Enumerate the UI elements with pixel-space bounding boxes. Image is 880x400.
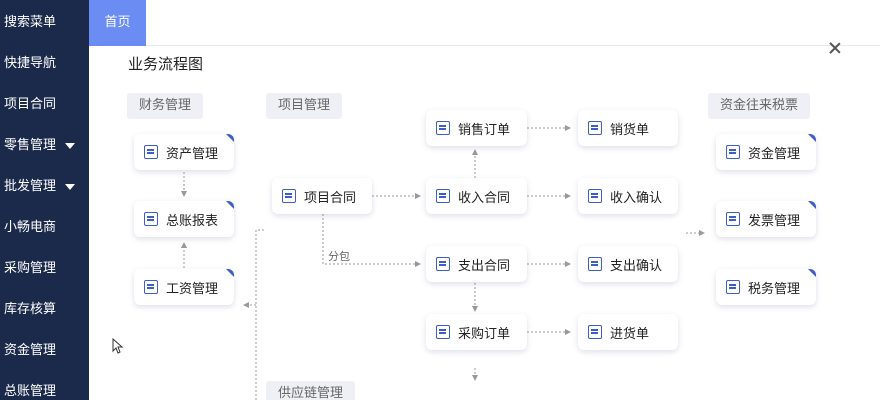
node-fund-management[interactable]: 资金管理	[716, 134, 816, 170]
group-label-project: 项目管理	[266, 93, 343, 119]
clipboard-icon	[588, 121, 602, 135]
sidebar-item-label: 资金管理	[4, 343, 57, 358]
income-contract-icon	[436, 189, 450, 203]
sidebar-item-ecommerce[interactable]: 小畅电商	[0, 208, 89, 248]
corner-marker-icon	[808, 201, 816, 209]
node-ledger-report[interactable]: 总账报表	[134, 201, 234, 237]
branch-label-subcontract: 分包	[328, 250, 350, 263]
node-purchase-order[interactable]: 采购订单	[426, 314, 527, 350]
node-label: 资金管理	[748, 146, 801, 162]
shield-check-icon	[144, 145, 158, 159]
tax-icon	[726, 280, 740, 294]
node-label: 销货单	[610, 122, 650, 138]
node-label: 资产管理	[166, 146, 219, 162]
sidebar-item-label: 项目合同	[4, 97, 57, 112]
node-asset-management[interactable]: 资产管理	[134, 134, 234, 170]
node-expense-contract[interactable]: 支出合同	[426, 246, 527, 282]
invoice-icon	[726, 212, 740, 226]
tab-home[interactable]: 首页	[89, 0, 146, 46]
page-title: 业务流程图	[128, 55, 204, 73]
sidebar-item-label: 搜索菜单	[4, 15, 57, 30]
sidebar-item-project-contract[interactable]: 项目合同	[0, 85, 89, 125]
corner-marker-icon	[226, 269, 234, 277]
node-income-contract[interactable]: 收入合同	[426, 178, 527, 214]
node-income-confirm[interactable]: 收入确认	[578, 178, 678, 214]
node-label: 总账报表	[166, 213, 219, 229]
node-sales-shipment[interactable]: 销货单	[578, 110, 678, 146]
sidebar-item-inventory[interactable]: 库存核算	[0, 290, 89, 330]
income-confirm-icon	[588, 189, 602, 203]
chevron-down-icon	[65, 142, 76, 149]
sidebar-item-label: 批发管理	[4, 179, 57, 194]
node-label: 收入确认	[610, 190, 663, 206]
connector-line	[255, 229, 264, 400]
list-icon	[436, 325, 450, 339]
corner-marker-icon	[226, 201, 234, 209]
corner-marker-icon	[808, 269, 816, 277]
node-label: 项目合同	[304, 190, 357, 206]
group-label-finance: 财务管理	[127, 93, 204, 119]
node-label: 销售订单	[458, 122, 511, 138]
sidebar-item-ledger[interactable]: 总账管理	[0, 372, 89, 400]
expense-confirm-icon	[588, 257, 602, 271]
sidebar-item-search-menu[interactable]: 搜索菜单	[0, 3, 89, 43]
node-label: 支出合同	[458, 258, 511, 274]
sidebar-item-label: 快捷导航	[4, 56, 57, 71]
sidebar-item-label: 小畅电商	[4, 220, 57, 235]
node-sales-order[interactable]: 销售订单	[426, 110, 527, 146]
mouse-cursor-icon	[112, 338, 124, 354]
salary-icon	[144, 280, 158, 294]
node-purchase-receipt[interactable]: 进货单	[578, 314, 678, 350]
sidebar-item-retail[interactable]: 零售管理	[0, 126, 89, 166]
node-label: 工资管理	[166, 281, 219, 297]
node-salary-management[interactable]: 工资管理	[134, 269, 234, 305]
node-label: 税务管理	[748, 281, 801, 297]
tab-bar: 首页	[89, 0, 880, 46]
connector-line	[322, 214, 421, 267]
node-label: 发票管理	[748, 213, 801, 229]
group-label-supply-chain: 供应链管理	[266, 381, 356, 400]
sidebar: 搜索菜单 快捷导航 项目合同 零售管理 批发管理 小畅电商 采购管理 库存核算 …	[0, 0, 89, 400]
sidebar-item-fund[interactable]: 资金管理	[0, 331, 89, 371]
sidebar-item-label: 零售管理	[4, 138, 57, 153]
node-label: 进货单	[610, 326, 650, 342]
receipt-in-icon	[588, 325, 602, 339]
node-expense-confirm[interactable]: 支出确认	[578, 246, 678, 282]
corner-marker-icon	[226, 134, 234, 142]
sidebar-item-wholesale[interactable]: 批发管理	[0, 167, 89, 207]
contract-user-icon	[282, 189, 296, 203]
order-icon	[436, 121, 450, 135]
fund-icon	[726, 145, 740, 159]
sidebar-item-label: 采购管理	[4, 261, 57, 276]
node-label: 采购订单	[458, 326, 511, 342]
expense-contract-icon	[436, 257, 450, 271]
sidebar-item-purchase[interactable]: 采购管理	[0, 249, 89, 289]
corner-marker-icon	[808, 134, 816, 142]
chevron-down-icon	[65, 183, 76, 190]
node-invoice-management[interactable]: 发票管理	[716, 201, 816, 237]
report-icon	[144, 212, 158, 226]
sidebar-item-quick-nav[interactable]: 快捷导航	[0, 44, 89, 84]
node-label: 收入合同	[458, 190, 511, 206]
sidebar-item-label: 库存核算	[4, 302, 57, 317]
node-label: 支出确认	[610, 258, 663, 274]
sidebar-item-label: 总账管理	[4, 384, 57, 399]
node-project-contract[interactable]: 项目合同	[272, 178, 372, 214]
node-tax-management[interactable]: 税务管理	[716, 269, 816, 305]
group-label-fund-tax: 资金往来税票	[708, 93, 811, 119]
